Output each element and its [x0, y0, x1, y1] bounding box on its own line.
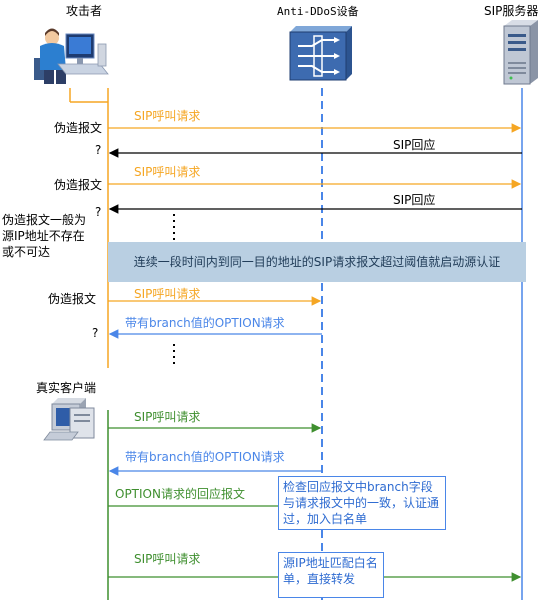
message-m1: SIP呼叫请求 [134, 109, 201, 123]
whitelist-forward-note: 源IP地址匹配白名单，直接转发 [278, 552, 384, 598]
computer-terminal-icon [43, 398, 95, 441]
label-m3: 伪造报文 [48, 292, 97, 306]
message-r1: SIP回应 [393, 138, 436, 152]
message-m3: SIP呼叫请求 [134, 287, 201, 301]
question-r2: ? [95, 205, 102, 219]
question-r1: ? [95, 143, 102, 157]
message-opt-resp: OPTION请求的回应报文 [115, 487, 245, 501]
question-opt1: ? [92, 326, 99, 340]
server-tower-icon [503, 20, 538, 85]
message-opt2: 带有branch值的OPTION请求 [125, 450, 285, 464]
person-at-computer-icon [34, 28, 109, 84]
server-title: SIP服务器 [484, 4, 539, 18]
branch-check-note: 检查回应报文中branch字段与请求报文中的一致，认证通过，加入白名单 [278, 476, 446, 530]
message-m2: SIP呼叫请求 [134, 165, 201, 179]
real-client-label: 真实客户端 [36, 381, 97, 395]
forged-packet-note: 伪造报文一般为源IP地址不存在或不可达 [2, 213, 87, 259]
attacker-title: 攻击者 [66, 4, 103, 18]
message-m5: SIP呼叫请求 [134, 552, 201, 566]
ellipsis-1 [173, 214, 175, 240]
message-opt1: 带有branch值的OPTION请求 [125, 316, 285, 330]
label-m2: 伪造报文 [54, 178, 103, 192]
label-m1: 伪造报文 [54, 121, 103, 135]
message-r2: SIP回应 [393, 193, 436, 207]
anti-ddos-appliance-icon [289, 26, 352, 81]
ellipsis-2 [173, 344, 175, 364]
antiddos-title: Anti-DDoS设备 [277, 5, 359, 18]
message-m4: SIP呼叫请求 [134, 410, 201, 424]
source-auth-banner: 连续一段时间内到同一目的地址的SIP请求报文超过阈值就启动源认证 [108, 242, 526, 282]
